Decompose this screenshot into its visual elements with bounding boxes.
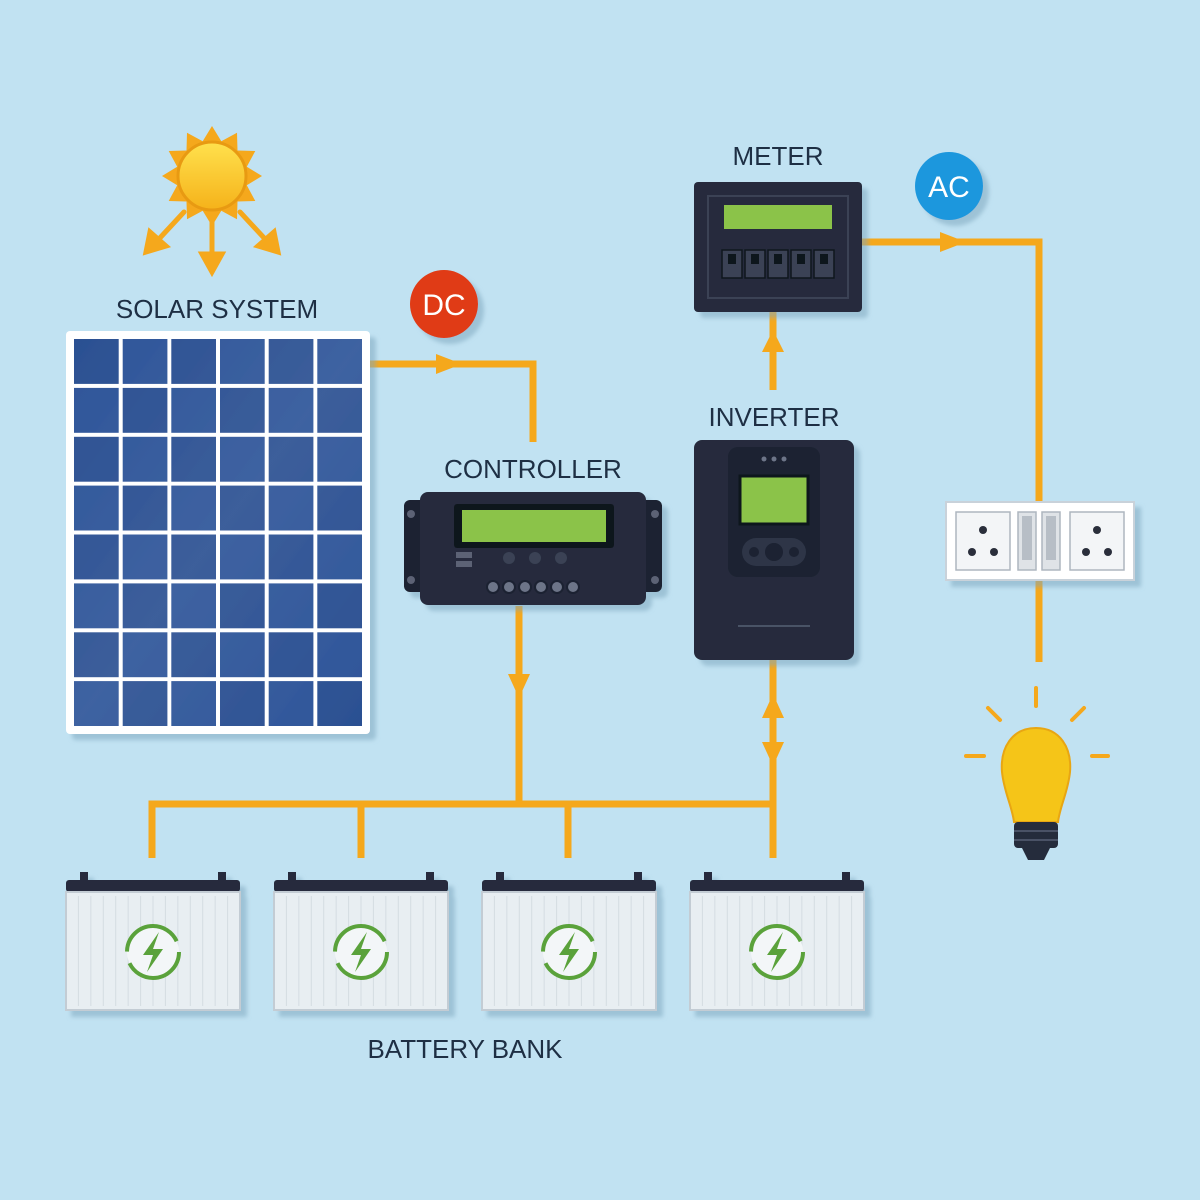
dc-wire-panel-controller	[370, 360, 537, 442]
inverter-label: INVERTER	[709, 402, 840, 432]
meter-body	[694, 182, 862, 312]
battery-bus-wire	[148, 800, 777, 858]
battery-lid	[274, 880, 448, 892]
battery-lid	[690, 880, 864, 892]
controller-terminal	[550, 580, 564, 594]
bulb-glow-rays	[964, 686, 1110, 758]
battery-lid	[66, 880, 240, 892]
controller-terminal	[534, 580, 548, 594]
controller-terminal	[566, 580, 580, 594]
charge-controller-icon	[404, 492, 662, 605]
bulb-glass	[1000, 726, 1072, 823]
battery-icon	[65, 872, 241, 1011]
wiring	[148, 232, 1043, 858]
controller-button	[555, 552, 567, 564]
solar-panel-gloss	[70, 335, 366, 730]
sun-icon	[142, 126, 282, 278]
controller-terminal	[518, 580, 532, 594]
meter-lcd	[724, 205, 832, 229]
ac-wire-meter-socket	[862, 238, 1043, 505]
inverter-lcd	[738, 474, 810, 526]
battery-icon	[273, 872, 449, 1011]
solar-panel-icon	[66, 331, 370, 734]
battery-icon	[481, 872, 657, 1011]
controller-button	[503, 552, 515, 564]
sun-core	[176, 140, 248, 212]
wire-arrow	[762, 330, 784, 352]
ac-badge: AC	[915, 152, 983, 220]
electric-meter-icon	[694, 182, 862, 312]
battery-bank-label: BATTERY BANK	[367, 1034, 563, 1064]
battery-lid	[482, 880, 656, 892]
lightning-bolt-icon	[559, 932, 579, 972]
dc-badge: DC	[410, 270, 478, 338]
wire-arrow	[508, 674, 530, 698]
controller-terminals	[486, 580, 580, 594]
bulb-base	[1014, 822, 1058, 848]
dc-label: DC	[422, 289, 465, 322]
wire-arrow	[762, 694, 784, 718]
wall-socket-icon	[945, 501, 1135, 581]
wire-arrow	[940, 232, 966, 252]
sun-ray-arrows	[142, 209, 282, 278]
solar-system-label: SOLAR SYSTEM	[116, 294, 318, 324]
lightning-bolt-icon	[351, 932, 371, 972]
controller-terminal	[502, 580, 516, 594]
meter-breakers	[721, 249, 835, 279]
inverter-icon	[694, 440, 854, 660]
controller-label: CONTROLLER	[444, 454, 622, 484]
meter-label: METER	[733, 141, 824, 171]
controller-buttons	[503, 552, 567, 564]
controller-terminal	[486, 580, 500, 594]
battery-bank	[65, 872, 865, 1011]
wire-arrow	[762, 742, 784, 766]
battery-icon	[689, 872, 865, 1011]
lightning-bolt-icon	[143, 932, 163, 972]
ac-label: AC	[928, 171, 970, 204]
wire-arrow	[436, 354, 462, 374]
light-bulb-icon	[964, 686, 1110, 860]
controller-lcd	[462, 510, 606, 542]
lightning-bolt-icon	[767, 932, 787, 972]
controller-button	[529, 552, 541, 564]
